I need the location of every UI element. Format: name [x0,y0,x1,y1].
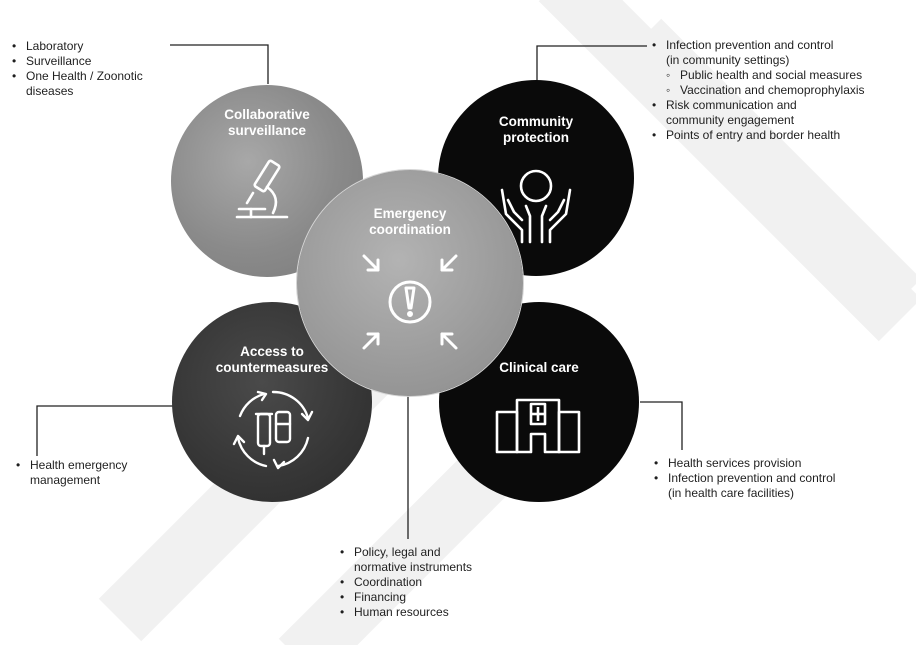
circle-emergency-coordination: Emergency coordination [297,170,523,396]
list-item: Financing [340,590,540,605]
list-item-continued: diseases [26,84,74,98]
list-item: Laboratory [12,39,182,54]
circle-title-clinical: Clinical care [499,360,579,375]
list-emergency-coordination: Policy, legal and normative instruments … [340,545,540,620]
list-countermeasures: Health emergency management [16,458,186,488]
hands-protecting-person-icon [500,169,572,244]
list-subitem: Vaccination and chemoprophylaxis [652,83,912,98]
circle-title-coordination: Emergency coordination [369,206,451,237]
list-item: Infection prevention and control [654,471,904,486]
list-item: Points of entry and border health [652,128,912,143]
list-item-continued: normative instruments [354,560,473,574]
list-item: One Health / Zoonotic [12,69,182,84]
list-subitem: Public health and social measures [652,68,912,83]
circle-title-surveillance: Collaborative surveillance [224,107,310,138]
list-community-protection: Infection prevention and control (in com… [652,38,912,143]
circle-title-countermeasures: Access to countermeasures [215,344,329,375]
list-item-continued: (in community settings) [666,53,790,67]
list-surveillance: Laboratory Surveillance One Health / Zoo… [12,39,182,99]
list-item: Health emergency [16,458,186,473]
list-item: Policy, legal and [340,545,540,560]
list-item: Surveillance [12,54,182,69]
vial-cycle-icon [232,390,314,470]
list-clinical-care: Health services provision Infection prev… [654,456,904,501]
list-item-continued: community engagement [666,113,795,127]
list-item: Infection prevention and control [652,38,912,53]
list-item: Human resources [340,605,540,620]
hospital-icon [495,398,581,454]
list-item-continued: management [30,473,101,487]
list-item-continued: (in health care facilities) [668,486,795,500]
microscope-icon [235,159,289,219]
list-item: Risk communication and [652,98,912,113]
circle-title-community: Community protection [498,114,574,145]
list-item: Coordination [340,575,540,590]
list-item: Health services provision [654,456,904,471]
alert-arrows-inward-icon [362,254,458,350]
